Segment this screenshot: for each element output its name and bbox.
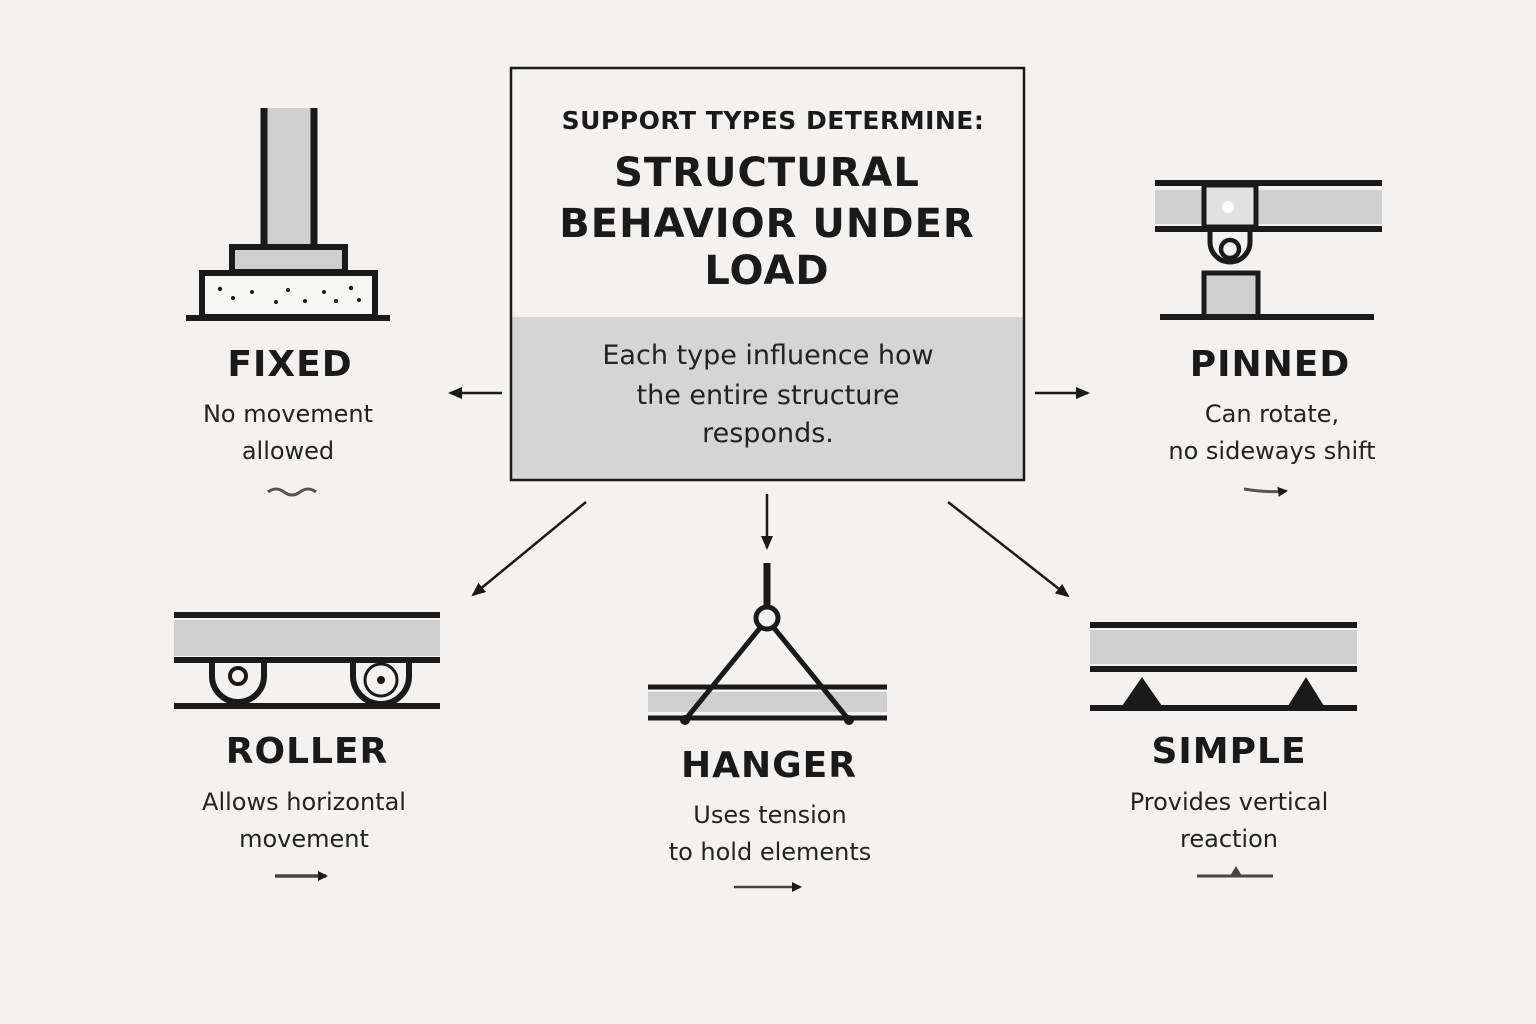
simple-label: SIMPLE (1151, 731, 1307, 772)
desc-line: No movement (202, 400, 374, 428)
desc-line: Allows horizontal (202, 788, 406, 816)
simple-support-icon (1090, 622, 1357, 878)
roller-support-icon (174, 612, 440, 881)
center-title: STRUCTURAL BEHAVIOR UNDER LOAD (559, 148, 974, 297)
fixed-description: No movement allowed (203, 396, 373, 470)
desc-line: reaction (1180, 825, 1278, 853)
simple-description: Provides vertical reaction (1130, 784, 1329, 858)
desc-line: Can rotate, (1204, 400, 1340, 428)
desc-line: allowed (241, 437, 335, 465)
fixed-support-icon (186, 108, 390, 497)
body-line: Each type influence how (602, 340, 934, 371)
connector-arrows (448, 387, 1090, 598)
center-body: Each type influence how the entire struc… (602, 336, 933, 454)
title-line: BEHAVIOR UNDER (559, 201, 975, 247)
fixed-label: FIXED (227, 344, 353, 385)
pinned-label: PINNED (1189, 344, 1351, 385)
center-box (509, 66, 1026, 482)
hanger-support-icon (648, 563, 887, 892)
roller-description: Allows horizontal movement (202, 784, 406, 858)
arrow-to-roller (471, 501, 587, 597)
pinned-description: Can rotate, no sideways shift (1168, 396, 1375, 470)
body-line: the entire structure (636, 380, 900, 411)
body-line: responds. (702, 418, 834, 449)
desc-line: Uses tension (693, 801, 847, 829)
roller-label: ROLLER (225, 731, 389, 772)
title-line: LOAD (704, 248, 830, 294)
pinned-support-icon (1155, 180, 1382, 497)
desc-line: to hold elements (668, 838, 872, 866)
arrow-to-simple (947, 501, 1070, 598)
desc-line: movement (239, 825, 369, 853)
desc-line: no sideways shift (1168, 437, 1376, 465)
center-kicker: SUPPORT TYPES DETERMINE: (561, 106, 985, 135)
hanger-description: Uses tension to hold elements (669, 797, 872, 871)
title-line: STRUCTURAL (614, 150, 920, 196)
hanger-label: HANGER (681, 745, 857, 786)
desc-line: Provides vertical (1129, 788, 1329, 816)
